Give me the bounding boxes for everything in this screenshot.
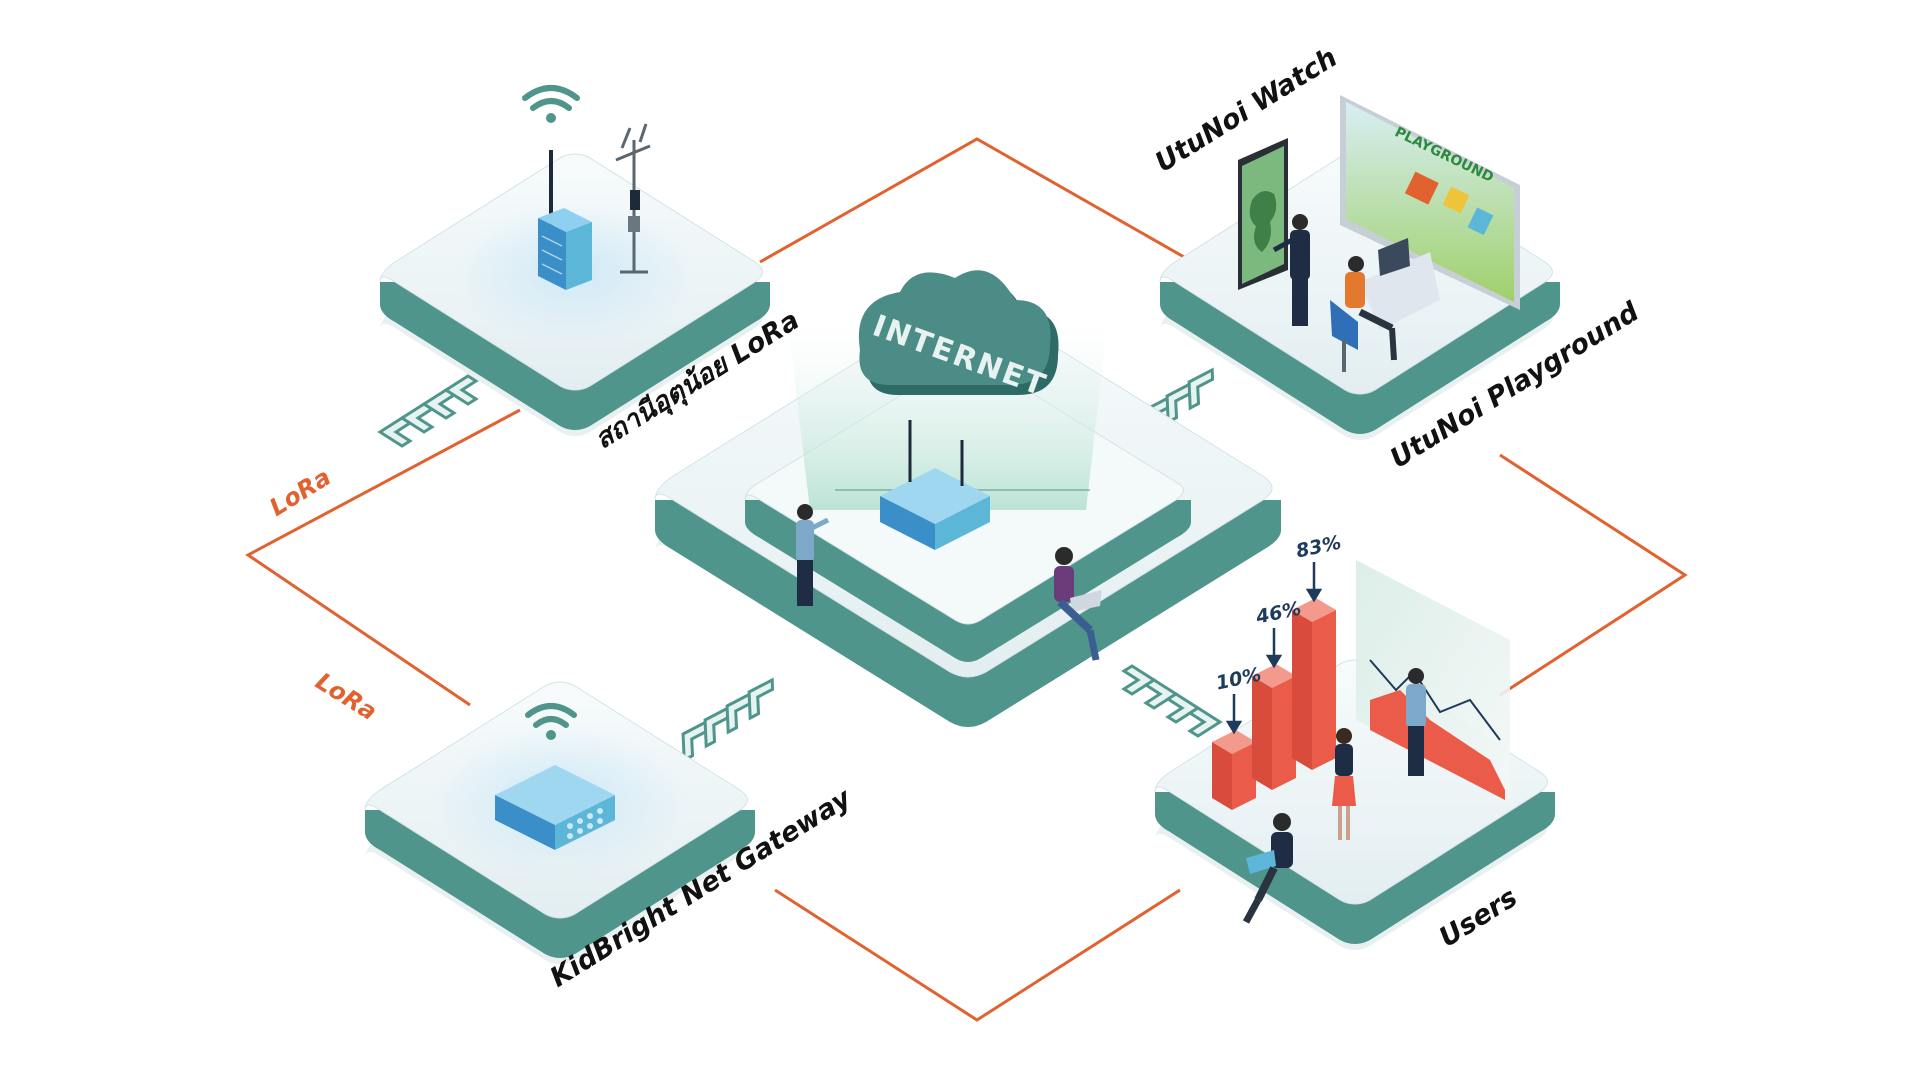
person-sitting-laptop xyxy=(1054,547,1102,661)
chevrons-gateway xyxy=(681,677,775,763)
chart-panel xyxy=(1356,560,1510,800)
chevrons-users xyxy=(1121,664,1223,738)
people-users xyxy=(1242,668,1426,924)
central-server xyxy=(880,420,990,550)
chevrons-station xyxy=(377,374,479,448)
weather-mast xyxy=(615,123,651,274)
lora-station-unit xyxy=(538,150,592,290)
stat-label: 83% xyxy=(1294,532,1343,563)
person-desk-playground xyxy=(1330,238,1440,372)
person-standing-playground xyxy=(1272,214,1310,326)
wifi-icon-gateway xyxy=(525,703,577,740)
gateway-device xyxy=(495,765,615,850)
person-standing-central xyxy=(796,504,830,606)
connector-lines xyxy=(245,137,1688,1022)
cloud-icon: INTERNET xyxy=(858,270,1059,404)
watch-display xyxy=(1238,138,1288,290)
bar-chart: 10% 46% 83% xyxy=(1212,532,1343,810)
wifi-icon-station xyxy=(522,85,580,123)
